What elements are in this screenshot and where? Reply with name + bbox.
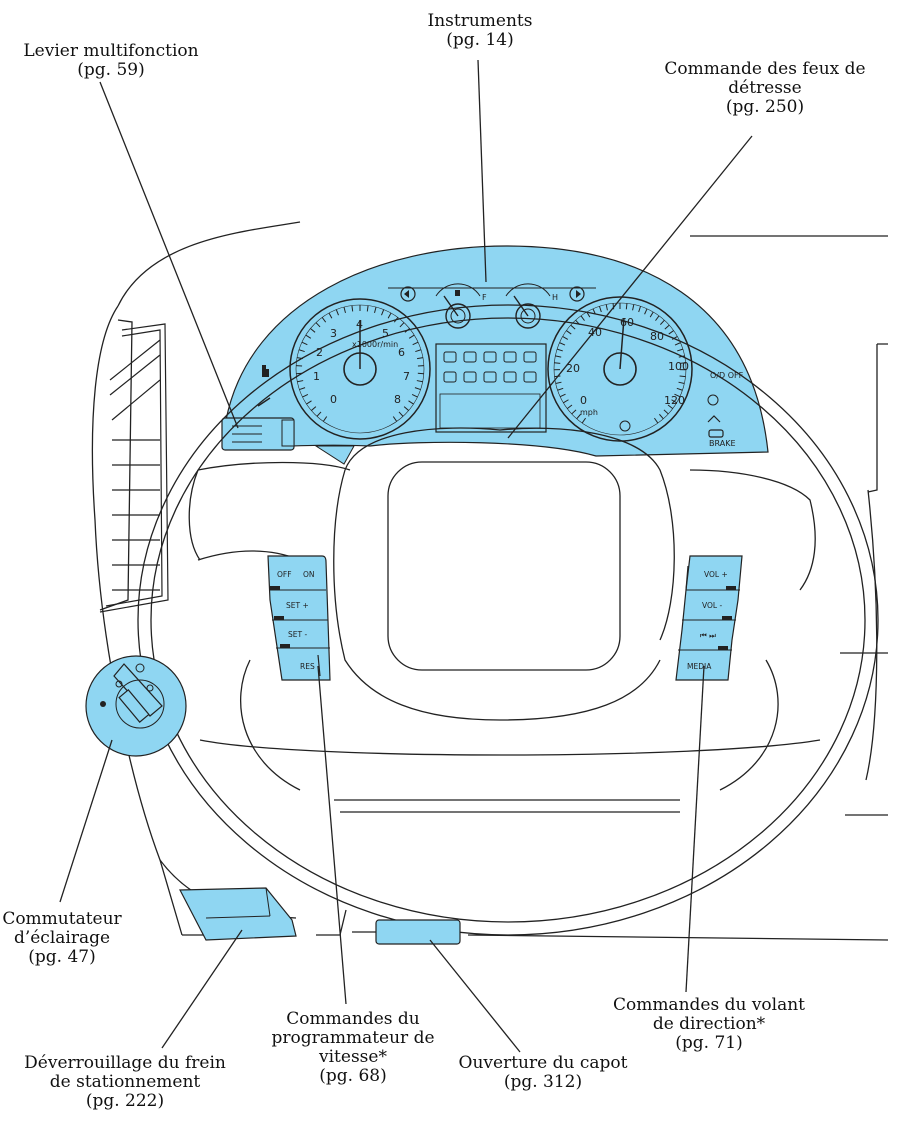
- tach-tick-8: 8: [394, 393, 401, 406]
- speed-tick-120: 120: [664, 394, 685, 407]
- od-off-indicator: O/D OFF: [710, 371, 744, 380]
- tach-tick-3: 3: [330, 327, 337, 340]
- leader-frein: [162, 930, 242, 1048]
- cruise-control-buttons: OFF ON SET + SET - RES: [268, 556, 330, 680]
- gauge-tick: [554, 363, 560, 364]
- callout-line: (pg. 312): [448, 1073, 638, 1092]
- media-label: MEDIA: [687, 662, 712, 671]
- cruise-res-label: RES: [300, 662, 315, 671]
- callout-line: de direction*: [604, 1015, 814, 1034]
- callout-line: (pg. 71): [604, 1034, 814, 1053]
- callout-line: (pg. 250): [640, 98, 890, 117]
- hood-release: [376, 920, 460, 944]
- leader-volant: [686, 666, 704, 992]
- cluster-tab: [316, 446, 354, 464]
- callout-line: Commandes du: [268, 1010, 438, 1029]
- callout-line: Levier multifonction: [16, 42, 206, 61]
- headlamp-switch: [86, 656, 186, 756]
- callout-line: programmateur de: [268, 1029, 438, 1048]
- cruise-off-label: OFF: [277, 570, 292, 579]
- tach-tick-1: 1: [313, 370, 320, 383]
- tach-tick-6: 6: [398, 346, 405, 359]
- callout-instruments: Instruments (pg. 14): [400, 12, 560, 50]
- callout-line: Ouverture du capot: [448, 1054, 638, 1073]
- parking-brake-release: [180, 888, 296, 940]
- callout-line: de stationnement: [0, 1073, 250, 1092]
- tach-tick-5: 5: [382, 327, 389, 340]
- callout-headlamp-switch: Commutateur d’éclairage (pg. 47): [0, 910, 124, 967]
- callout-line: (pg. 47): [0, 948, 124, 967]
- callout-line: vitesse*: [268, 1048, 438, 1067]
- track-seek-label: ⏮ ⏭: [700, 631, 716, 640]
- leader-capot: [430, 940, 520, 1052]
- callout-hood-release: Ouverture du capot (pg. 312): [448, 1054, 638, 1092]
- callout-line: Commandes du volant: [604, 996, 814, 1015]
- speed-tick-0: 0: [580, 394, 587, 407]
- leader-levier: [100, 82, 238, 428]
- speed-tick-100: 100: [668, 360, 689, 373]
- callout-line: (pg. 222): [0, 1092, 250, 1111]
- cruise-on-label: ON: [303, 570, 315, 579]
- vol-minus-label: VOL -: [702, 601, 722, 610]
- cruise-set-plus-label: SET +: [286, 601, 309, 610]
- gauge-tick: [626, 303, 627, 309]
- tach-tick-7: 7: [403, 370, 410, 383]
- callout-line: (pg. 59): [16, 61, 206, 80]
- tach-tick-4: 4: [356, 318, 363, 331]
- instrument-cluster: [226, 246, 768, 456]
- callout-line: (pg. 68): [268, 1067, 438, 1086]
- callout-line: Déverrouillage du frein: [0, 1054, 250, 1073]
- fuel-full-mark: F: [482, 293, 487, 302]
- callout-hazard-switch: Commande des feux de détresse (pg. 250): [640, 60, 890, 117]
- brake-indicator: BRAKE: [709, 439, 736, 448]
- gauge-tick: [680, 376, 686, 377]
- tach-tick-0: 0: [330, 393, 337, 406]
- tach-unit: x1000r/min: [352, 340, 398, 349]
- callout-line: détresse: [640, 79, 890, 98]
- callout-multifunction-lever: Levier multifonction (pg. 59): [16, 42, 206, 80]
- leader-vitesse: [318, 666, 346, 1004]
- callout-line: (pg. 14): [400, 31, 560, 50]
- multifunction-lever: [222, 418, 294, 450]
- temp-hot-mark: H: [552, 293, 558, 302]
- callout-line: d’éclairage: [0, 929, 124, 948]
- callout-line: Commande des feux de: [640, 60, 890, 79]
- callout-steering-controls: Commandes du volant de direction* (pg. 7…: [604, 996, 814, 1053]
- cruise-set-minus-label: SET -: [288, 630, 307, 639]
- speed-unit: mph: [580, 408, 598, 417]
- callout-cruise-control: Commandes du programmateur de vitesse* (…: [268, 1010, 438, 1086]
- leader-lines: [60, 60, 752, 1052]
- callout-parking-brake: Déverrouillage du frein de stationnement…: [0, 1054, 250, 1111]
- left-vent: [100, 324, 168, 612]
- leader-eclairage: [60, 740, 112, 902]
- audio-steering-controls: VOL + VOL - ⏮ ⏭ MEDIA: [676, 556, 742, 680]
- callout-line: Instruments: [400, 12, 560, 31]
- speed-tick-60: 60: [620, 316, 634, 329]
- callout-line: Commutateur: [0, 910, 124, 929]
- vol-plus-label: VOL +: [704, 570, 728, 579]
